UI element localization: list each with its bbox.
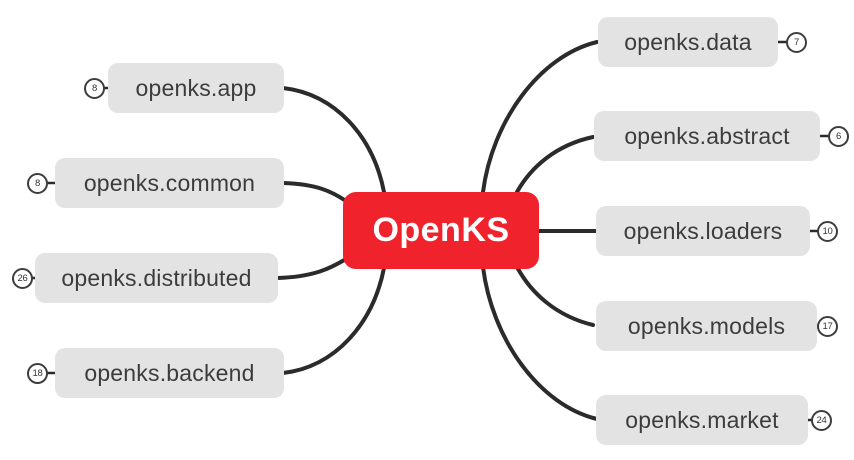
node-openks-abstract[interactable]: openks.abstract (594, 111, 820, 161)
link-openks-distributed (275, 257, 348, 280)
node-openks-data[interactable]: openks.data (598, 17, 778, 67)
link-openks-abstract (515, 135, 595, 194)
node-openks-distributed[interactable]: openks.distributed (35, 253, 278, 303)
link-openks-common (281, 181, 348, 203)
badge-openks-models-count[interactable]: 17 (817, 316, 838, 337)
node-openks-models[interactable]: openks.models (596, 301, 817, 351)
root-node-label: OpenKS (372, 211, 510, 249)
node-openks-loaders[interactable]: openks.loaders (596, 206, 810, 256)
link-openks-market (481, 265, 599, 421)
node-openks-common[interactable]: openks.common (55, 158, 284, 208)
node-openks-backend[interactable]: openks.backend (55, 348, 284, 398)
badge-openks-market-count[interactable]: 24 (811, 410, 832, 431)
badge-openks-distributed-count[interactable]: 26 (12, 268, 33, 289)
link-openks-backend (281, 266, 386, 375)
badge-openks-backend-count[interactable]: 18 (27, 363, 48, 384)
node-label: openks.market (625, 406, 779, 433)
link-openks-models (515, 265, 595, 327)
node-label: openks.loaders (623, 217, 783, 244)
root-node-openks[interactable]: OpenKS (343, 192, 539, 269)
node-label: openks.abstract (624, 122, 790, 149)
node-label: openks.common (83, 169, 256, 196)
badge-openks-loaders-count[interactable]: 10 (817, 221, 838, 242)
badge-openks-common-count[interactable]: 8 (27, 173, 48, 194)
link-openks-app (281, 86, 386, 194)
node-label: openks.data (624, 28, 752, 55)
node-openks-app[interactable]: openks.app (108, 63, 284, 113)
node-label: openks.backend (84, 359, 255, 386)
link-openks-data (481, 40, 599, 194)
node-label: openks.models (627, 312, 786, 339)
node-label: openks.distributed (61, 264, 252, 291)
node-openks-market[interactable]: openks.market (596, 395, 808, 445)
badge-openks-app-count[interactable]: 8 (84, 78, 105, 99)
badge-openks-abstract-count[interactable]: 6 (828, 126, 849, 147)
node-label: openks.app (135, 74, 257, 101)
badge-openks-data-count[interactable]: 7 (786, 32, 807, 53)
